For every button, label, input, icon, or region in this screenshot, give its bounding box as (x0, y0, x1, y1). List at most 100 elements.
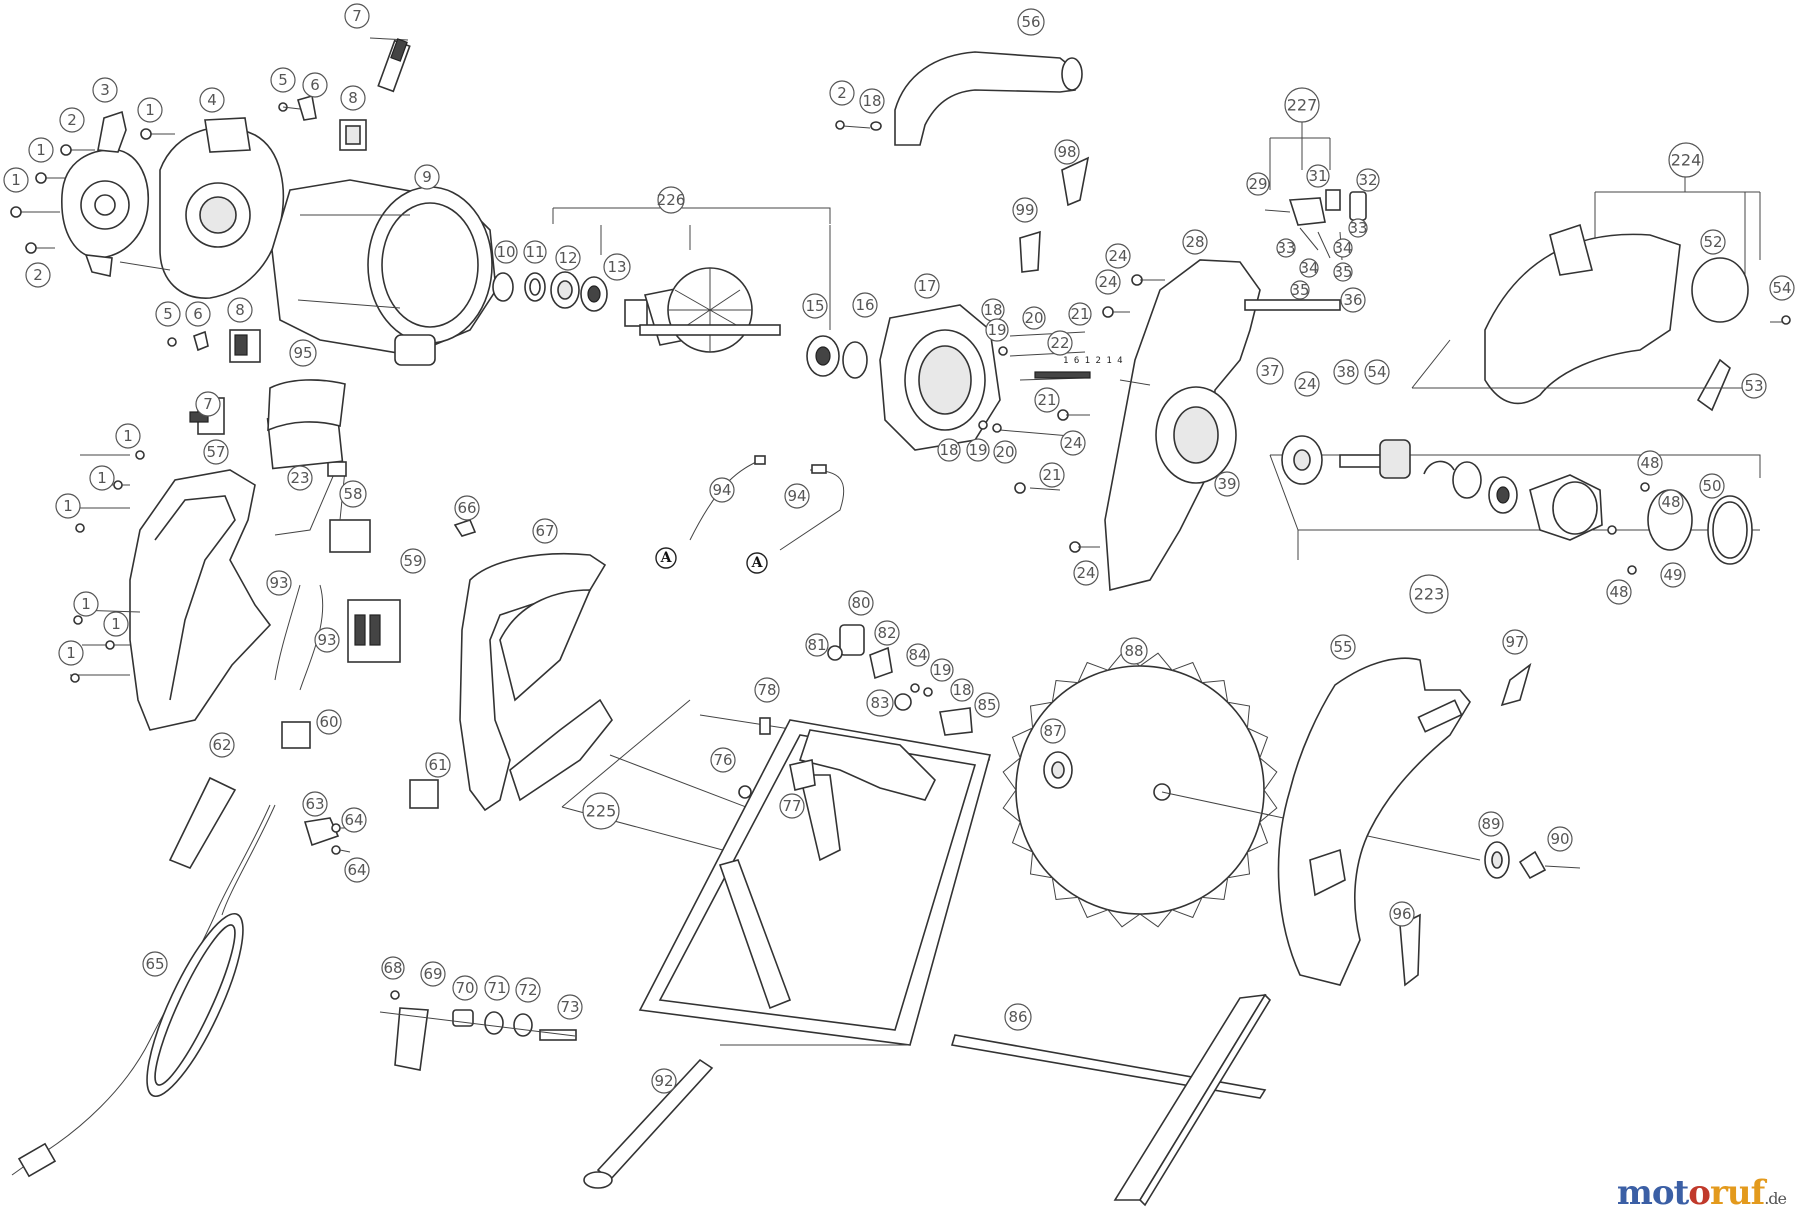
callout-number: 24 (1098, 273, 1117, 291)
callout-number: 1 (36, 141, 46, 159)
callout-circle (209, 732, 235, 758)
callout-number: 96 (1392, 905, 1411, 923)
main-handle-67 (459, 552, 613, 812)
callout-number: 52 (1703, 233, 1722, 251)
callout-circle (523, 240, 547, 264)
callout-circle (185, 301, 211, 327)
callout-number: 50 (1702, 477, 1721, 495)
callout-circle (1047, 330, 1073, 356)
callout-circle (302, 791, 328, 817)
callout-number: 70 (455, 979, 474, 997)
callout-number: 58 (343, 485, 362, 503)
saw-blade-88 (1002, 652, 1278, 928)
motor-cover-4 (119, 117, 285, 299)
callout-18: 18 (937, 438, 961, 462)
callout-number: 55 (1333, 638, 1352, 656)
callout-circle (1340, 287, 1366, 313)
callout-circle (1389, 901, 1415, 927)
callout-number: 73 (560, 998, 579, 1016)
callout-circle (55, 493, 81, 519)
callout-circle (270, 67, 296, 93)
callout-circle (1246, 172, 1270, 196)
callout-34: 34 (1333, 238, 1353, 258)
motoruf-watermark-logo: motoruf.de (1617, 1173, 1787, 1213)
callout-circle (1699, 473, 1725, 499)
callout-36: 36 (1340, 287, 1366, 313)
callout-28: 28 (1182, 229, 1208, 255)
callout-number: 18 (862, 92, 881, 110)
callout-1: 1 (73, 591, 99, 617)
watermark-part3: ruf (1709, 1173, 1765, 1213)
callout-48: 48 (1637, 450, 1663, 476)
callout-number: 56 (1021, 13, 1040, 31)
callout-number: 87 (1043, 722, 1062, 740)
callout-1: 1 (137, 97, 163, 123)
callout-number: 57 (206, 443, 225, 461)
callout-circle (89, 465, 115, 491)
callout-64: 64 (341, 807, 367, 833)
callout-number: 66 (457, 499, 476, 517)
callout-number: 83 (870, 694, 889, 712)
callout-number: 86 (1008, 1008, 1027, 1026)
center-screws (978, 274, 1165, 553)
callout-93: 93 (314, 627, 340, 653)
callout-number: 21 (1042, 466, 1061, 484)
ref-circle (655, 547, 677, 569)
callout-circle (874, 620, 900, 646)
callout-circle (1276, 238, 1296, 258)
callout-circle (28, 137, 54, 163)
callout-57: 57 (203, 439, 229, 465)
callout-circle (937, 438, 961, 462)
callout-number: 35 (1290, 281, 1309, 299)
callout-6: 6 (302, 72, 328, 98)
callout-number: 94 (787, 487, 806, 505)
callout-54: 54 (1769, 275, 1795, 301)
callout-89: 89 (1478, 811, 1504, 837)
callout-52: 52 (1700, 229, 1726, 255)
callout-number: 54 (1367, 363, 1386, 381)
callout-circle (974, 692, 1000, 718)
callout-64: 64 (344, 857, 370, 883)
callout-2: 2 (59, 107, 85, 133)
callout-7: 7 (195, 391, 221, 417)
callout-4: 4 (199, 87, 225, 113)
callout-number: 33 (1348, 219, 1367, 237)
callout-number: 99 (1015, 201, 1034, 219)
callout-circle (1333, 238, 1353, 258)
callout-number: 68 (383, 959, 402, 977)
insulator-95 (267, 379, 346, 432)
motor-shaft-parts (492, 271, 608, 312)
callout-24: 24 (1105, 243, 1131, 269)
callout-18: 18 (859, 88, 885, 114)
callout-number: 34 (1299, 259, 1318, 277)
callout-20: 20 (993, 440, 1017, 464)
callout-number: 34 (1333, 239, 1352, 257)
callout-circle (155, 301, 181, 327)
callout-number: 82 (877, 624, 896, 642)
callout-96: 96 (1389, 901, 1415, 927)
callout-10: 10 (494, 240, 518, 264)
callout-circle (1095, 269, 1121, 295)
callout-circle (829, 80, 855, 106)
callout-number: 92 (654, 1072, 673, 1090)
callout-1: 1 (28, 137, 54, 163)
callout-87: 87 (1040, 718, 1066, 744)
callout-1: 1 (55, 493, 81, 519)
callout-circle (1214, 471, 1240, 497)
callout-number: 24 (1297, 375, 1316, 393)
callout-94: 94 (784, 483, 810, 509)
callout-18: 18 (981, 298, 1005, 322)
parts-layer (10, 37, 1791, 1207)
callout-2: 2 (25, 262, 51, 288)
callout-number: 69 (423, 965, 442, 983)
callout-circle (420, 961, 446, 987)
callout-11: 11 (523, 240, 547, 264)
callout-72: 72 (515, 977, 541, 1003)
callout-24: 24 (1060, 430, 1086, 456)
callout-31: 31 (1306, 164, 1330, 188)
callout-69: 69 (420, 961, 446, 987)
callout-circle (289, 339, 317, 367)
callout-number: 39 (1217, 475, 1236, 493)
